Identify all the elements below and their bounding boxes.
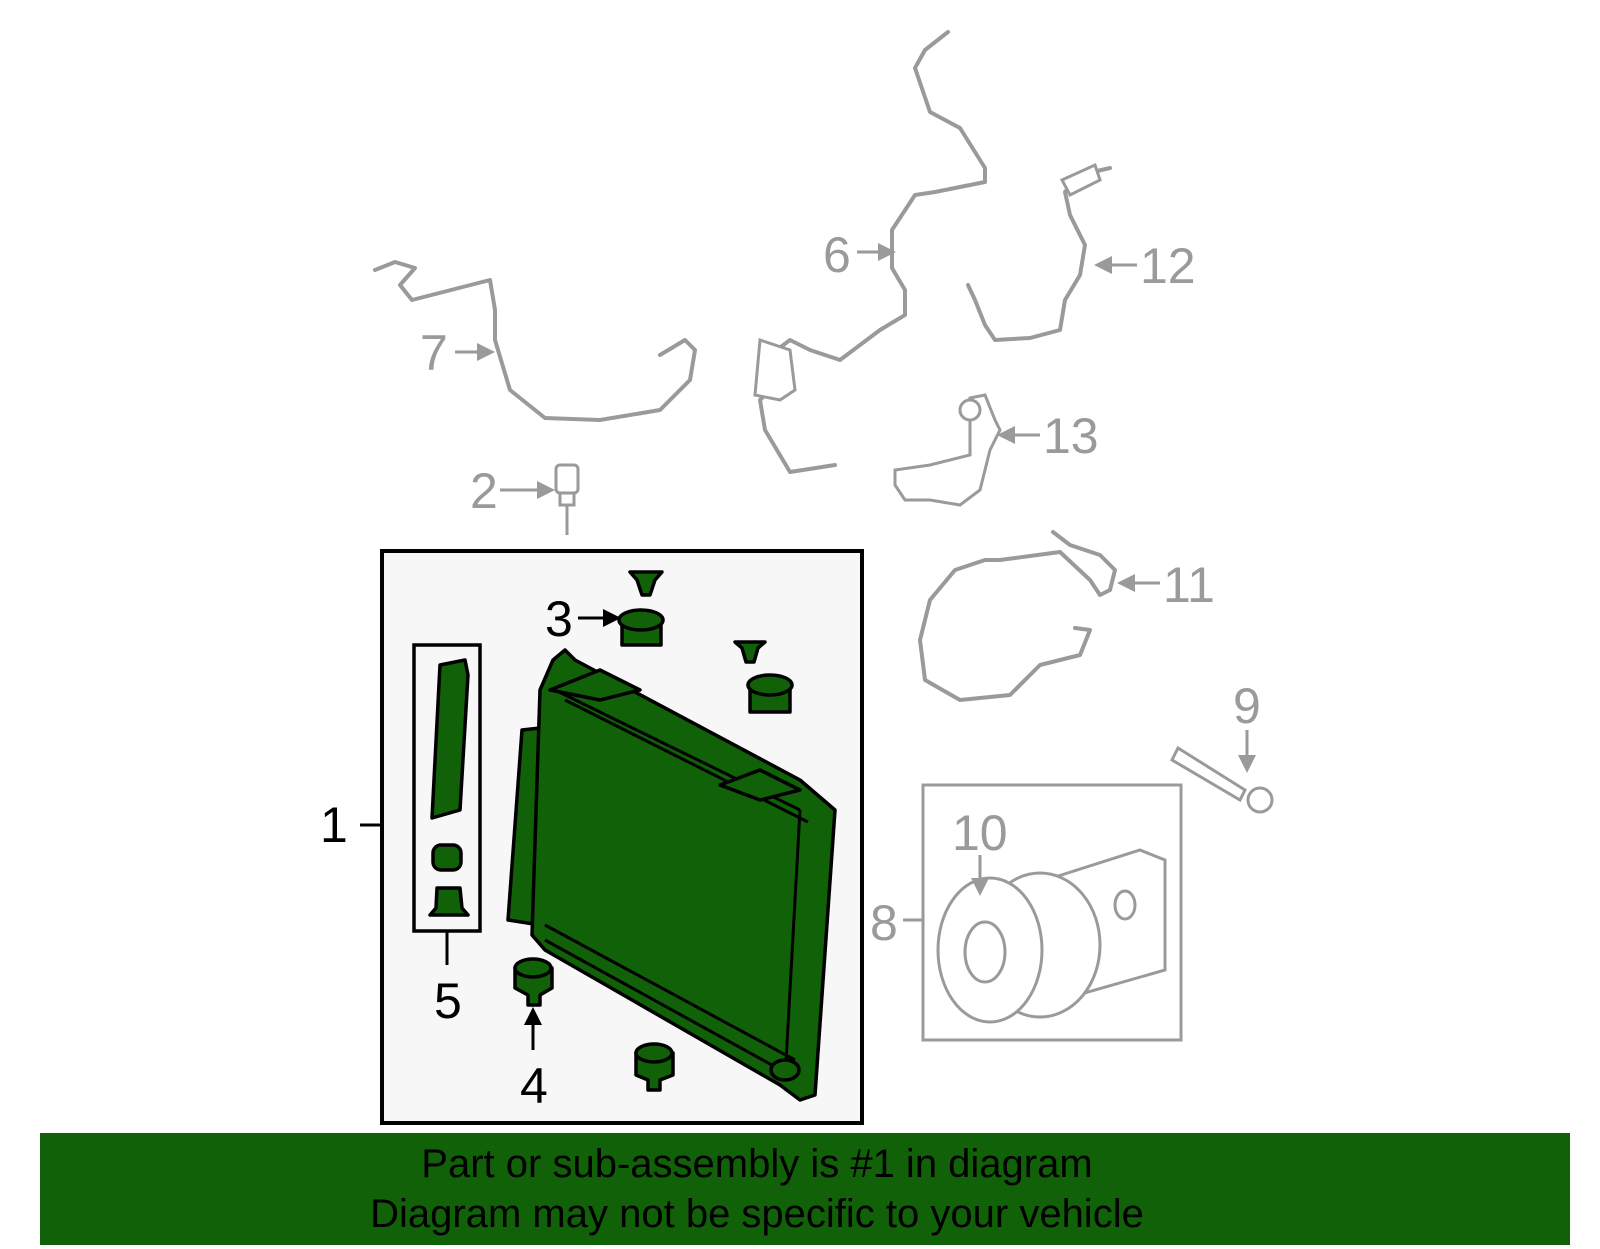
callout-5[interactable]: 5 xyxy=(434,973,462,1029)
part-12-suction-hose[interactable] xyxy=(966,162,1112,342)
part-3-upper-bushing[interactable] xyxy=(617,570,665,647)
callout-9[interactable]: 9 xyxy=(1233,678,1261,734)
part-4-lower-bushing[interactable] xyxy=(513,957,554,1007)
lower-bushing-2[interactable] xyxy=(634,1042,675,1092)
part-9-bolt[interactable] xyxy=(1170,745,1274,814)
notice-banner: Part or sub-assembly is #1 in diagram Di… xyxy=(40,1133,1570,1245)
part-5-seal-kit[interactable] xyxy=(428,658,470,917)
callout-6[interactable]: 6 xyxy=(823,227,851,283)
callout-8[interactable]: 8 xyxy=(870,895,898,951)
part-10-compressor[interactable] xyxy=(936,848,1167,1024)
banner-line-1: Part or sub-assembly is #1 in diagram xyxy=(421,1142,1093,1186)
part-7-liquid-line[interactable] xyxy=(373,260,697,422)
callout-1[interactable]: 1 xyxy=(320,797,348,853)
callout-2[interactable]: 2 xyxy=(470,463,498,519)
callout-4[interactable]: 4 xyxy=(520,1058,548,1114)
part-11-hose[interactable] xyxy=(918,530,1117,702)
callout-13[interactable]: 13 xyxy=(1043,408,1099,464)
callout-11[interactable]: 11 xyxy=(1163,557,1215,613)
part-6-discharge-hose[interactable] xyxy=(753,30,987,474)
callout-12[interactable]: 12 xyxy=(1140,238,1196,294)
callout-10[interactable]: 10 xyxy=(952,805,1008,861)
callout-3[interactable]: 3 xyxy=(545,591,573,647)
part-13-bracket[interactable] xyxy=(893,393,1002,507)
part-1-condenser[interactable] xyxy=(506,648,837,1102)
callout-7[interactable]: 7 xyxy=(420,325,448,381)
part-2-pressure-switch[interactable] xyxy=(554,463,580,535)
banner-line-2: Diagram may not be specific to your vehi… xyxy=(370,1192,1144,1236)
upper-bushing-right[interactable] xyxy=(733,640,794,714)
